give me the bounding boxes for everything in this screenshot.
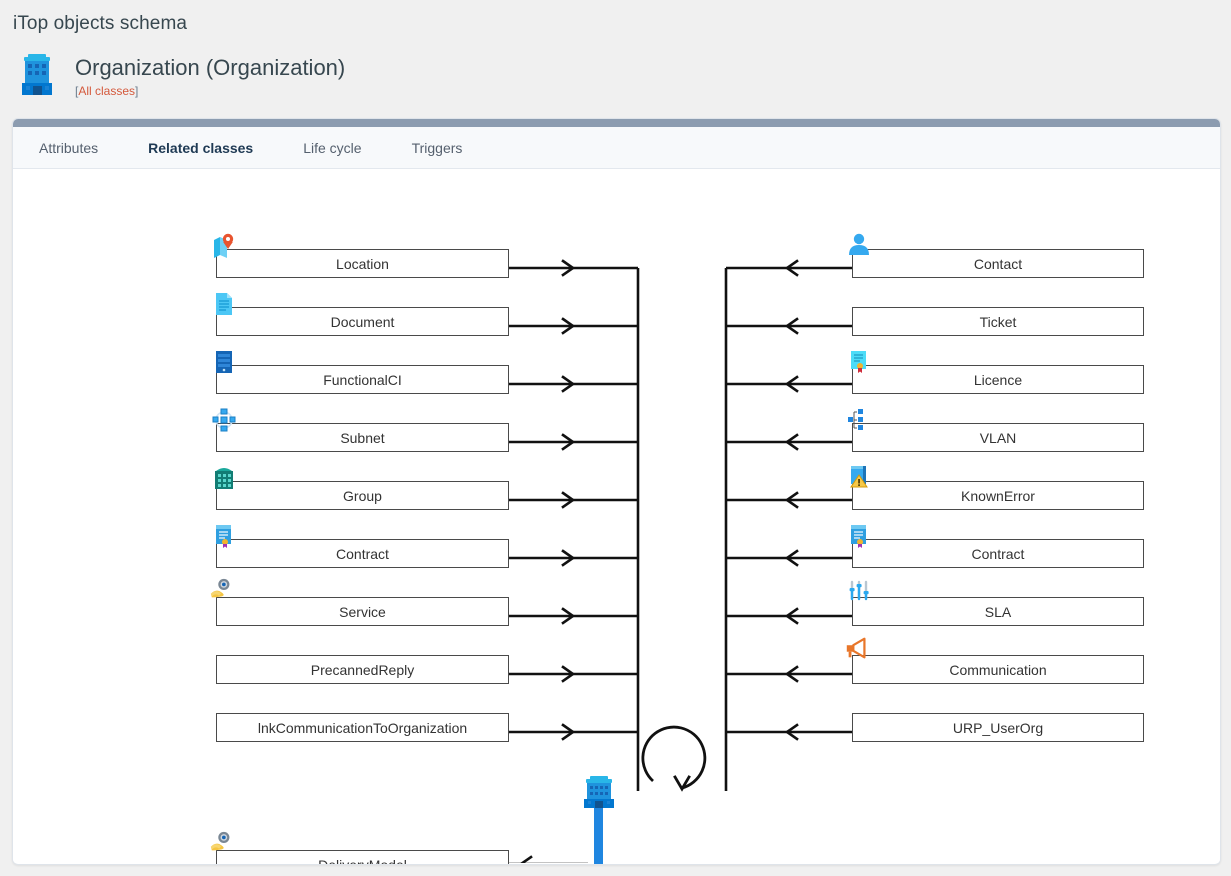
contract-icon (216, 525, 231, 548)
class-label: Location (336, 255, 389, 272)
class-box-contract-right[interactable]: Contract (852, 539, 1144, 568)
all-classes-link-wrap: [All classes] (75, 84, 345, 98)
class-label: Communication (949, 661, 1047, 678)
class-box-knownerror[interactable]: KnownError (852, 481, 1144, 510)
class-header: Organization (Organization) [All classes… (13, 52, 345, 100)
known-error-icon (850, 466, 868, 488)
service-hand-gear-icon (210, 578, 230, 598)
tab-bar: Attributes Related classes Life cycle Tr… (13, 127, 1220, 169)
bracket-open: [ (75, 84, 79, 99)
tab-life-cycle[interactable]: Life cycle (303, 139, 362, 156)
class-box-urp-userorg[interactable]: URP_UserOrg (852, 713, 1144, 742)
vlan-network-icon (848, 409, 863, 430)
class-label: Contact (973, 255, 1023, 272)
class-box-ticket[interactable]: Ticket (852, 307, 1144, 336)
class-label: Document (330, 313, 395, 330)
bracket-close: ] (135, 84, 139, 99)
class-box-service[interactable]: Service (216, 597, 509, 626)
class-box-subnet[interactable]: Subnet (216, 423, 509, 452)
class-label: Ticket (979, 313, 1017, 330)
subnet-nodes-icon (212, 408, 236, 432)
class-box-contract-left[interactable]: Contract (216, 539, 509, 568)
class-box-document[interactable]: Document (216, 307, 509, 336)
service-hand-gear-icon (210, 831, 230, 851)
tab-triggers[interactable]: Triggers (411, 139, 463, 156)
class-box-contact[interactable]: Contact (852, 249, 1144, 278)
class-label: Service (339, 603, 386, 620)
class-label: Subnet (340, 429, 385, 446)
class-box-vlan[interactable]: VLAN (852, 423, 1144, 452)
office-building-icon (22, 54, 52, 95)
schema-title: iTop objects schema (13, 13, 188, 34)
document-icon (216, 293, 232, 315)
class-box-licence[interactable]: Licence (852, 365, 1144, 394)
class-box-sla[interactable]: SLA (852, 597, 1144, 626)
self-loop-arc (641, 725, 707, 792)
page-title: Organization (Organization) (75, 55, 346, 80)
class-box-group[interactable]: Group (216, 481, 509, 510)
class-label: SLA (984, 603, 1012, 620)
class-label: Licence (973, 371, 1023, 388)
class-label: KnownError (961, 487, 1035, 504)
class-relation-diagram: Location Document FunctionalCI (13, 169, 1220, 865)
sla-sliders-icon (849, 580, 869, 601)
class-box-communication[interactable]: Communication (852, 655, 1144, 684)
map-location-icon (214, 233, 234, 258)
organization-node-icon (584, 776, 614, 864)
class-header-text: Organization (Organization) [All classes… (75, 52, 345, 98)
user-contact-icon (849, 233, 869, 255)
class-box-functionalci[interactable]: FunctionalCI (216, 365, 509, 394)
class-label: lnkCommunicationToOrganization (257, 719, 468, 736)
contract-icon (851, 525, 866, 548)
all-classes-link[interactable]: All classes (78, 84, 136, 99)
class-label: DeliveryModel (318, 856, 407, 865)
panel-top-bar (13, 119, 1220, 127)
tab-attributes[interactable]: Attributes (39, 139, 99, 156)
content-panel: Attributes Related classes Life cycle Tr… (12, 118, 1221, 865)
class-box-lnkcommunicationtoorganization[interactable]: lnkCommunicationToOrganization (216, 713, 509, 742)
connector-lines (509, 259, 855, 863)
class-label: FunctionalCI (323, 371, 402, 388)
class-label: Group (343, 487, 382, 504)
class-label: VLAN (979, 429, 1017, 446)
class-box-deliverymodel[interactable]: DeliveryModel (216, 850, 509, 865)
class-label: Contract (971, 545, 1025, 562)
server-icon (216, 351, 232, 373)
group-building-icon (215, 468, 233, 489)
class-box-precannedreply[interactable]: PrecannedReply (216, 655, 509, 684)
megaphone-icon (846, 637, 866, 659)
class-box-location[interactable]: Location (216, 249, 509, 278)
tab-related-classes[interactable]: Related classes (148, 139, 254, 156)
class-label: URP_UserOrg (952, 719, 1044, 736)
licence-seal-icon (851, 351, 866, 373)
class-label: Contract (336, 545, 389, 562)
class-label: PrecannedReply (310, 661, 415, 678)
